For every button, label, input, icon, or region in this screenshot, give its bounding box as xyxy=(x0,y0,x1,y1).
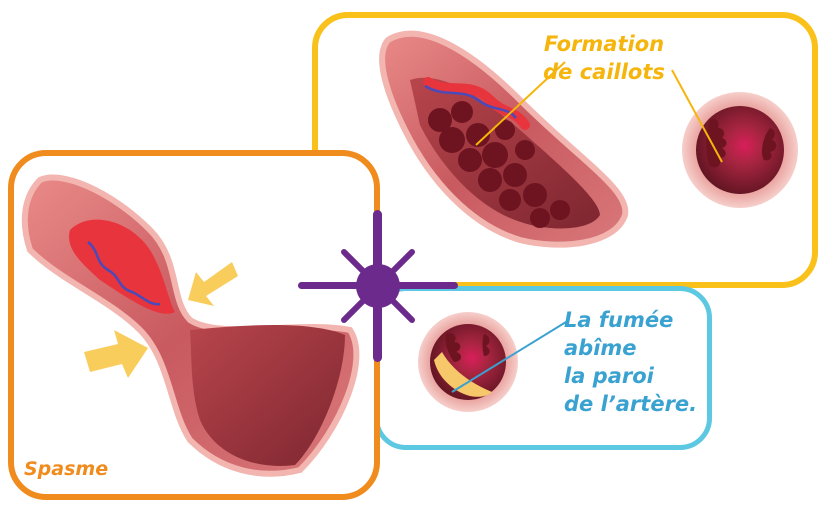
spasm-artery xyxy=(25,177,357,473)
smoke-label-line-2: abîme xyxy=(564,334,714,362)
smoke-label-line-1: La fumée xyxy=(564,306,714,334)
clot-label-line-1: Formation xyxy=(524,30,684,58)
clot-label-line-2: de caillots xyxy=(524,58,684,86)
clot-formation-label: Formation de caillots xyxy=(524,30,684,86)
clot-cross-section xyxy=(672,70,798,208)
spasm-label: Spasme xyxy=(24,455,144,483)
spasm-label-line-1: Spasme xyxy=(24,455,144,483)
smoke-label-line-3: la paroi xyxy=(564,362,714,390)
smoke-cross-section xyxy=(418,312,566,412)
smoke-damage-label: La fumée abîme la paroi de l’artère. xyxy=(564,306,714,418)
smoke-label-line-4: de l’artère. xyxy=(564,390,714,418)
